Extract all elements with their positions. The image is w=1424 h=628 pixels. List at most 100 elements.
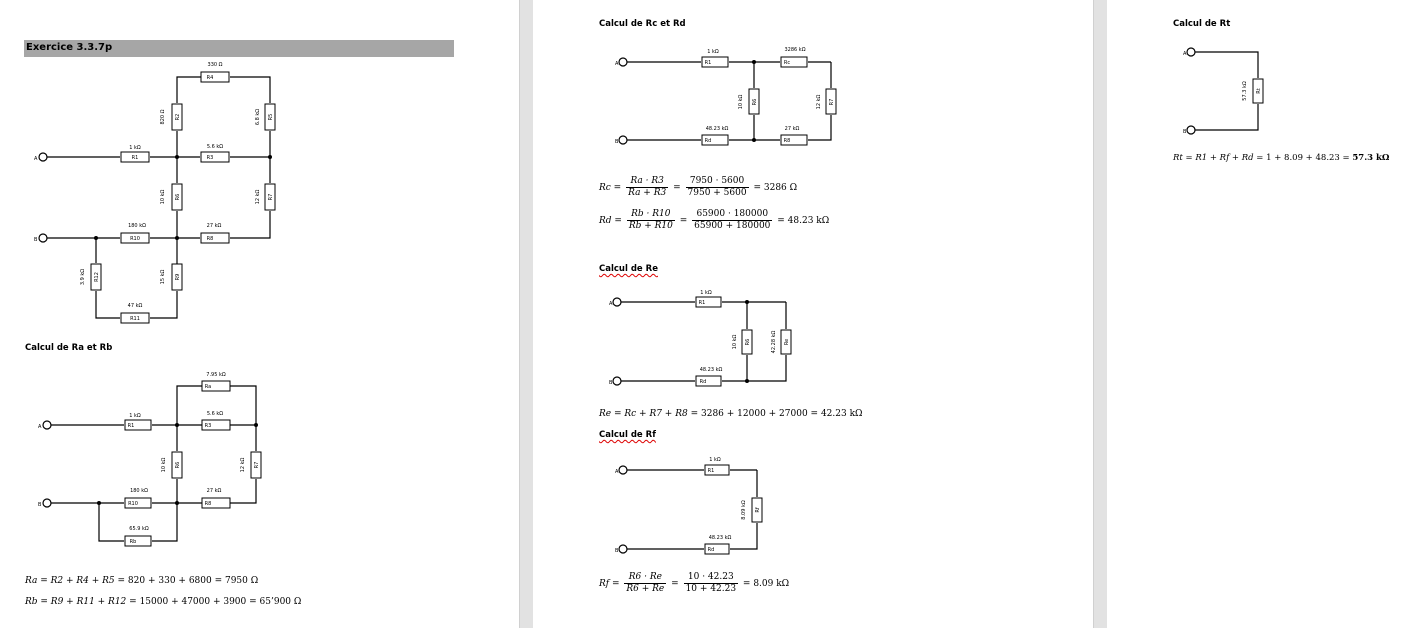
r8-value: 27 kΩ [785, 126, 800, 132]
rc-rd-circuit-diagram: A B 1 kΩ R1 3286 kΩ Rc 48.23 kΩ Rd 27 kΩ… [615, 47, 837, 146]
rb-value: 65.9 kΩ [129, 526, 149, 532]
terminal-a-label: A [615, 61, 619, 67]
r1-value: 1 kΩ [129, 413, 141, 419]
r7-name: R7 [829, 99, 835, 106]
terminal-a-label: A [34, 156, 38, 162]
r4-value: 330 Ω [208, 62, 223, 68]
rd-name: Rd [705, 138, 712, 144]
r8-value: 27 kΩ [207, 223, 222, 229]
equation-rb: Rb = R9 + R11 + R12 = 15000 + 47000 + 39… [25, 597, 301, 607]
equation-rb-rhs: = 15000 + 47000 + 3900 = 65’900 Ω [129, 597, 302, 607]
r9-value: 15 kΩ [160, 269, 166, 284]
rb-name: Rb [130, 539, 137, 545]
r11-name: R11 [130, 316, 140, 322]
r7-value: 12 kΩ [255, 189, 261, 204]
equation-rd-f1-den: Rb + R10 [628, 221, 673, 231]
rf-circuit-diagram: A B 1 kΩ R1 48.23 kΩ Rd Rf 8.09 kΩ [615, 457, 763, 555]
equation-rd-result: = 48.23 kΩ [777, 216, 830, 226]
r6-name: R6 [175, 194, 181, 201]
equation-rc-result: = 3286 Ω [753, 183, 798, 193]
equation-ra: Ra = R2 + R4 + R5 = 820 + 330 + 6800 = 7… [25, 576, 258, 586]
equation-ra-lhs: Ra = R2 + R4 + R5 [25, 576, 115, 586]
equation-rd-lhs: Rd = [599, 216, 622, 226]
r6-value: 10 kΩ [160, 189, 166, 204]
r1-name: R1 [699, 300, 706, 306]
terminal-b-label: B [615, 548, 619, 554]
r8-value: 27 kΩ [207, 488, 222, 494]
equation-rf-eq: = [671, 579, 679, 589]
rf-value: 8.09 kΩ [741, 500, 747, 520]
equation-rd-f1-num: Rb · R10 [626, 209, 675, 221]
rd-name: Rd [700, 379, 707, 385]
page-gutter-2 [1093, 0, 1108, 628]
equation-rd-eq: = [679, 216, 688, 226]
r9-name: R9 [175, 274, 181, 281]
rt-value: 57.3 kΩ [1242, 81, 1248, 101]
rt-name: Rt [1256, 88, 1262, 93]
terminal-b-label: B [34, 237, 38, 243]
r7-value: 12 kΩ [240, 457, 246, 472]
rd-name: Rd [708, 547, 715, 553]
equation-re-rhs: = 3286 + 12000 + 27000 = 42.23 kΩ [690, 409, 863, 419]
r6-value: 10 kΩ [732, 334, 738, 349]
r4-name: R4 [207, 75, 214, 81]
page-1: Exercice 3.3.7p [0, 0, 519, 628]
re-circuit-diagram: A B 1 kΩ R1 48.23 kΩ Rd R6 10 kΩ Re 42.2… [609, 290, 792, 387]
r12-name: R12 [94, 272, 100, 282]
r7-value: 12 kΩ [816, 94, 822, 109]
equation-rt-lhs: Rt = R1 + Rf + Rd [1173, 153, 1254, 163]
equation-ra-rhs: = 820 + 330 + 6800 = 7950 Ω [117, 576, 259, 586]
equation-rc-lhs: Rc = [599, 183, 622, 193]
r7-name: R7 [268, 194, 274, 201]
page-gutter-1 [519, 0, 534, 628]
r12-value: 3.9 kΩ [80, 269, 86, 285]
r1-name: R1 [705, 60, 712, 66]
equation-rc-f2-num: 7950 · 5600 [685, 176, 749, 188]
terminal-b-label: B [609, 380, 613, 386]
rt-circuit-diagram: A B Rt 57.3 kΩ [1183, 47, 1264, 135]
equation-rb-lhs: Rb = R9 + R11 + R12 [25, 597, 127, 607]
equation-rf-f2-num: 10 · 42.23 [683, 572, 739, 584]
heading-rc-rd: Calcul de Rc et Rd [599, 19, 686, 29]
r3-name: R3 [205, 423, 212, 429]
equation-rt-rhs: = 1 + 8.09 + 48.23 = [1256, 153, 1350, 163]
r6-value: 10 kΩ [161, 457, 167, 472]
rf-name: Rf [755, 507, 761, 512]
rc-value: 3286 kΩ [784, 47, 805, 53]
heading-rt: Calcul de Rt [1173, 19, 1231, 29]
r6-name: R6 [175, 462, 181, 469]
r1-name: R1 [132, 155, 139, 161]
equation-rc-eq: = [673, 183, 681, 193]
ra-name: Ra [205, 384, 211, 390]
heading-rf: Calcul de Rf [599, 430, 656, 440]
equation-rt: Rt = R1 + Rf + Rd = 1 + 8.09 + 48.23 = 5… [1173, 153, 1390, 163]
rd-value: 48.23 kΩ [709, 535, 732, 541]
rd-value: 48.23 kΩ [700, 367, 723, 373]
r1-value: 1 kΩ [707, 49, 719, 55]
r7-name: R7 [254, 462, 260, 469]
equation-re: Re = Rc + R7 + R8 = 3286 + 12000 + 27000… [599, 409, 863, 419]
terminal-b-label: B [1183, 129, 1187, 135]
r5-value: 6.8 kΩ [255, 109, 261, 125]
ra-rb-circuit-diagram: A B 7.95 kΩ Ra 1 kΩ R1 5.6 kΩ R3 180 kΩ … [38, 372, 262, 547]
terminal-a-label: A [1183, 51, 1187, 57]
re-value: 42.28 kΩ [771, 331, 777, 354]
equation-rf-f1-den: R6 + Re [626, 584, 665, 594]
r8-name: R8 [207, 236, 214, 242]
r8-name: R8 [205, 501, 212, 507]
equation-rc-f2-den: 7950 + 5600 [687, 188, 747, 198]
r11-value: 47 kΩ [128, 303, 143, 309]
equation-rd-f2-num: 65900 · 180000 [692, 209, 773, 221]
terminal-b-label: B [38, 502, 42, 508]
terminal-b-label: B [615, 139, 619, 145]
equation-rd-f2-den: 65900 + 180000 [694, 221, 771, 231]
page-3: Calcul de Rt A B Rt 57.3 kΩ Rt = R1 + Rf… [1107, 0, 1424, 628]
